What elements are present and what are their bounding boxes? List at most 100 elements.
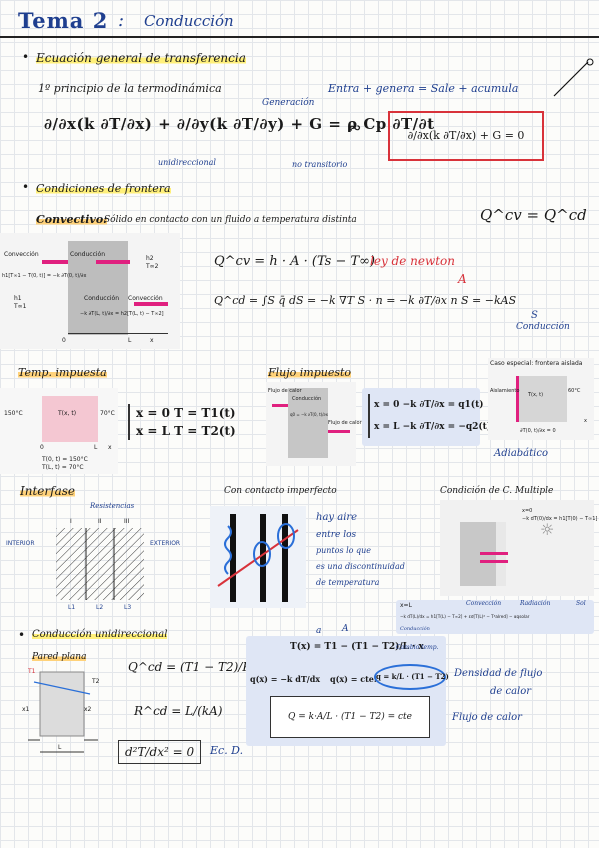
thickness-label: L1 bbox=[68, 604, 76, 611]
air-note-line: es una discontinuidad bbox=[316, 562, 405, 571]
heat-flow-label: Flujo de calor bbox=[452, 712, 522, 723]
fig-formula: −k dT(0)/dx = h1[T(0) − T∞1] bbox=[522, 516, 598, 522]
multiple-condition-title: Condición de C. Multiple bbox=[440, 486, 554, 496]
fig-label: h2 bbox=[146, 255, 154, 262]
fig-formula: −k ∂T(L, t)/∂x = h2[T(L, t) − T∞2] bbox=[80, 311, 164, 317]
fig-label: T(x, t) bbox=[528, 392, 544, 398]
section-title-condiciones: Condiciones de frontera bbox=[36, 182, 171, 195]
temperature-profile: T(x) = T1 − (T1 − T2)/L · x bbox=[290, 642, 424, 652]
unidir-section-title: Conducción unidireccional bbox=[32, 629, 168, 640]
multi-condition-figure: ☼ x=0 −k dT(0)/dx = h1[T(0) − T∞1] bbox=[440, 500, 598, 596]
plane-wall-figure bbox=[28, 671, 98, 753]
flux-derivative: q(x) = −k dT/dx bbox=[250, 674, 321, 684]
fig-label: 0 bbox=[40, 444, 44, 451]
heat-equation: ∂/∂x(k ∂T/∂x) + ∂/∂y(k ∂T/∂y) + G = ρ Cp… bbox=[44, 115, 435, 133]
imperfect-contact-figure bbox=[210, 506, 306, 608]
imperfect-contact-title: Con contacto imperfecto bbox=[224, 486, 337, 496]
fig-label: T∞1 bbox=[14, 303, 27, 310]
fig-formula: −k dT(L)/dx = h1[T(L) − T∞2] + εσ[T(L)⁴ … bbox=[400, 614, 530, 619]
qcd-resistance: Q^cd = (T1 − T2)/R^cd bbox=[128, 660, 276, 674]
exterior-label: EXTERIOR bbox=[150, 540, 181, 547]
air-note-line: entre los bbox=[316, 530, 357, 540]
fig-label: 150°C bbox=[4, 410, 23, 417]
fig-label: h1 bbox=[14, 295, 22, 302]
fig-label: Conducción bbox=[70, 251, 106, 258]
flux-conditions-band bbox=[362, 388, 480, 446]
fig-label: x bbox=[584, 418, 587, 424]
fig-label: 60°C bbox=[568, 388, 581, 394]
air-note-line: puntos lo que bbox=[316, 546, 372, 555]
thickness-label: L3 bbox=[124, 604, 132, 611]
fig-label: T∞2 bbox=[146, 263, 159, 270]
fig-label: T(L, t) = 70°C bbox=[42, 464, 84, 471]
fig-label: Flujo de calor bbox=[328, 420, 362, 426]
interior-label: INTERIOR bbox=[6, 540, 35, 547]
special-case-figure: Caso especial: frontera aislada Aislamie… bbox=[488, 358, 594, 440]
conv-label: Convectivo: bbox=[36, 213, 108, 226]
fig-formula: h1[T∞1 − T(0, t)] = −k ∂T(0, t)/∂x bbox=[2, 273, 87, 279]
principle-text: 1º principio de la termodinámica bbox=[38, 82, 222, 95]
thickness-label: L2 bbox=[96, 604, 104, 611]
no-transient-label: no transitorio bbox=[292, 160, 348, 169]
fig-label: 70°C bbox=[100, 410, 115, 417]
fig-label: Aislamiento bbox=[490, 388, 520, 394]
interfase-title: Interfase bbox=[20, 484, 75, 498]
fig-label: T(x, t) bbox=[58, 410, 77, 417]
flux-condition-row: x = L −k ∂T/∂x = −q2(t) bbox=[374, 422, 492, 432]
flux-density: q = k/L · (T1 − T2) bbox=[374, 664, 449, 690]
flujo-impuesto-title: Flujo impuesto bbox=[268, 366, 352, 379]
q-equality: Q^cv = Q^cd bbox=[480, 206, 587, 224]
fig-label: x bbox=[150, 337, 154, 344]
flux-constant: q(x) = cte. bbox=[330, 674, 377, 684]
wall-label: x2 bbox=[84, 706, 92, 713]
fig-label: Radiación bbox=[520, 600, 551, 607]
layer-label: III bbox=[124, 518, 130, 525]
fig-label: x=L bbox=[400, 602, 412, 609]
bullet-dot: • bbox=[22, 50, 30, 64]
strike-line bbox=[553, 58, 594, 97]
unidir-label: unidireccional bbox=[158, 158, 216, 167]
fig-label: T(0, t) = 150°C bbox=[42, 456, 88, 463]
fig-label: Conducción bbox=[292, 396, 322, 402]
wall-label: T1 bbox=[28, 668, 36, 675]
A-mark: A bbox=[458, 272, 467, 286]
temp-conditions: x = 0 T = T1(t) x = L T = T2(t) bbox=[128, 404, 236, 440]
page-title: Tema 2 bbox=[18, 8, 109, 33]
fig-title: Caso especial: frontera aislada bbox=[490, 360, 583, 367]
layer-label: II bbox=[98, 518, 102, 525]
convection-figure: Convección Conducción h2 T∞2 h1 T∞1 h1[T… bbox=[0, 233, 180, 349]
S-mark: S bbox=[531, 310, 538, 321]
bullet-dot: • bbox=[22, 180, 30, 194]
fig-formula: q0 = −k ∂T(0, t)/∂x bbox=[290, 412, 328, 417]
fig-formula: ∂T(0, t)/∂x = 0 bbox=[520, 428, 556, 434]
ecd-label: Ec. D. bbox=[210, 744, 244, 757]
tilde-sign: ∾ bbox=[348, 118, 362, 137]
flux-condition-row: x = 0 −k ∂T/∂x = q1(t) bbox=[374, 400, 484, 410]
page-subtitle: Conducción bbox=[144, 12, 234, 30]
bullet-dot: • bbox=[18, 628, 26, 642]
multi-equation-band bbox=[396, 600, 594, 634]
fig-label: L bbox=[128, 337, 132, 344]
fig-label: Flujo de calor bbox=[268, 388, 302, 394]
adiabatic-label: Adiabático bbox=[494, 448, 548, 459]
fig-label: Conducción bbox=[400, 626, 430, 632]
fig-label: Convección bbox=[466, 600, 502, 607]
newton-law: ley de newton bbox=[370, 254, 456, 268]
fig-label: Sol bbox=[576, 600, 586, 607]
title-separator: : bbox=[118, 10, 125, 31]
generation-label: Generación bbox=[262, 98, 315, 108]
a-mark: a bbox=[316, 626, 322, 636]
fig-label: Conducción bbox=[84, 295, 120, 302]
fig-label: x bbox=[108, 444, 112, 451]
density-label-line: de calor bbox=[490, 686, 532, 697]
flux-conditions: x = 0 −k ∂T/∂x = q1(t) x = L −k ∂T/∂x = … bbox=[368, 394, 491, 438]
cond-mark: Conducción bbox=[516, 322, 570, 332]
section-title-ecuacion: Ecuación general de transferencia bbox=[36, 51, 246, 65]
air-note-line: de temperatura bbox=[316, 578, 380, 587]
rcd-formula: R^cd = L/(kA) bbox=[134, 704, 223, 718]
temp-impuesta-title: Temp. impuesta bbox=[18, 366, 107, 379]
qcd-equation: Q^cd = ∫S q̄ dS = −k ∇T S · n = −k ∂T/∂x… bbox=[214, 294, 517, 307]
heat-flow-equation: Q = k·A/L · (T1 − T2) = cte bbox=[270, 696, 430, 738]
temp-change-note: Cambio temp. bbox=[396, 644, 439, 651]
conv-desc: Sólido en contacto con un fluido a tempe… bbox=[104, 215, 357, 225]
